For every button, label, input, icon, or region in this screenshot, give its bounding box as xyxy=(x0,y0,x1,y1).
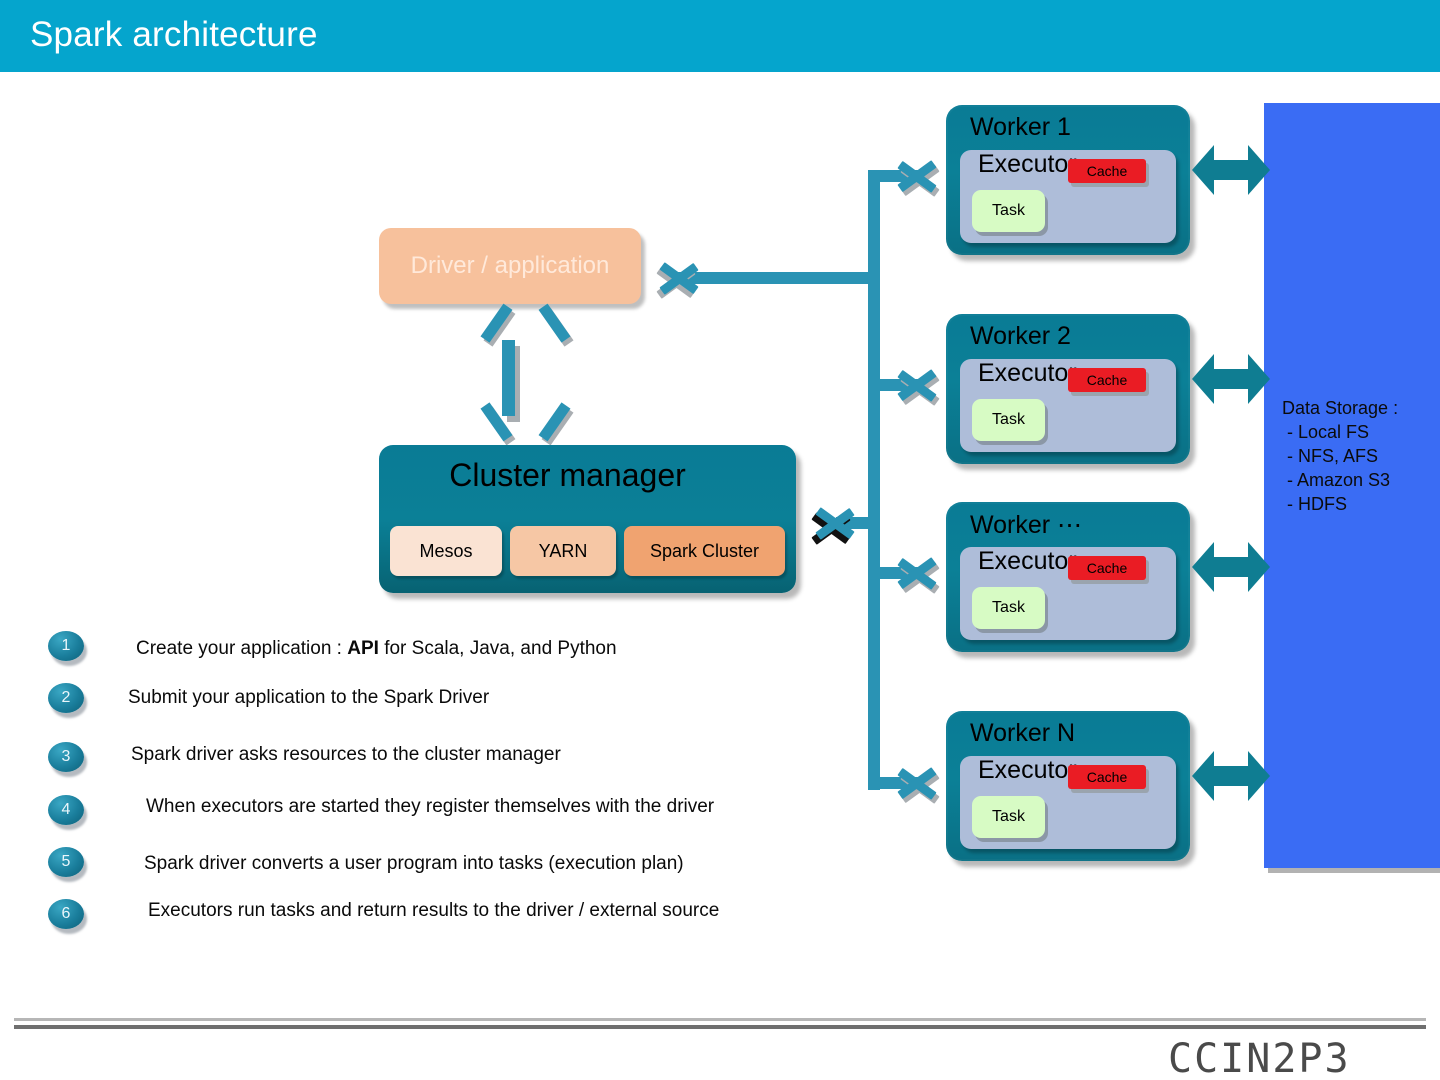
worker-title: Worker N xyxy=(970,719,1076,747)
task-label: Task xyxy=(992,411,1025,428)
cache-label: Cache xyxy=(1086,769,1128,785)
executor-label: Executor xyxy=(978,359,1077,387)
cache-label: Cache xyxy=(1086,163,1128,179)
worker-title: Worker ⋯ xyxy=(970,511,1083,539)
driver-cluster-link xyxy=(502,340,515,416)
task-box[interactable]: Task xyxy=(972,399,1045,441)
task-box[interactable]: Task xyxy=(972,190,1045,232)
arrowhead-up-driver xyxy=(480,303,574,354)
arrowhead-driver xyxy=(644,256,699,302)
step-bullet-2: 2 xyxy=(48,683,84,713)
cluster-manager-option-label: YARN xyxy=(538,540,588,561)
cache-box[interactable]: Cache xyxy=(1068,556,1146,580)
step-text-4: When executors are started they register… xyxy=(146,796,715,817)
arrowhead-worker-2 xyxy=(897,363,952,409)
data-storage-panel xyxy=(1264,103,1440,868)
step-text-emphasis: API xyxy=(347,638,379,659)
header-bar xyxy=(0,0,1440,72)
step-number: 3 xyxy=(61,748,71,765)
step-number: 1 xyxy=(61,637,71,654)
step-number: 6 xyxy=(61,905,71,922)
executor-box[interactable]: Executor Cache Task xyxy=(960,547,1176,640)
ccin2p3-logo: CCIN2P3 xyxy=(1168,1036,1351,1080)
cluster-manager-option-spark-cluster[interactable]: Spark Cluster xyxy=(624,526,785,576)
step-text-1: Create your application : API for Scala,… xyxy=(136,638,617,660)
task-label: Task xyxy=(992,599,1025,616)
task-label: Task xyxy=(992,808,1025,825)
task-box[interactable]: Task xyxy=(972,587,1045,629)
step-bullet-3: 3 xyxy=(48,742,84,772)
cache-box[interactable]: Cache xyxy=(1068,368,1146,392)
worker-card-1[interactable]: Worker 1 Executor Cache Task xyxy=(946,105,1190,255)
footer-divider-dark xyxy=(14,1025,1426,1029)
footer-divider-light xyxy=(14,1018,1426,1021)
worker-storage-arrow-3 xyxy=(1192,542,1270,592)
step-text-part: for Scala, Java, and Python xyxy=(378,638,617,659)
worker-title: Worker 1 xyxy=(970,113,1071,141)
cluster-manager-option-label: Spark Cluster xyxy=(649,540,760,561)
executor-box[interactable]: Executor Cache Task xyxy=(960,150,1176,243)
step-number: 4 xyxy=(61,801,71,818)
arrowhead-worker-1 xyxy=(897,154,952,200)
step-text-2: Submit your application to the Spark Dri… xyxy=(128,687,490,708)
cluster-manager-option-label: Mesos xyxy=(419,540,473,561)
cluster-manager-box[interactable]: Cluster manager Mesos YARN Spark Cluster xyxy=(379,445,796,593)
executor-box[interactable]: Executor Cache Task xyxy=(960,756,1176,849)
step-text-6: Executors run tasks and return results t… xyxy=(148,900,720,921)
arrowhead-worker-4 xyxy=(897,761,952,807)
worker-storage-arrow-4 xyxy=(1192,751,1270,801)
cache-box[interactable]: Cache xyxy=(1068,159,1146,183)
step-bullet-5: 5 xyxy=(48,847,84,877)
arrowhead-down-cluster xyxy=(480,392,574,446)
step-number: 2 xyxy=(61,689,71,706)
executor-label: Executor xyxy=(978,547,1077,575)
step-text-part: Create your application : xyxy=(136,638,348,659)
cache-label: Cache xyxy=(1086,372,1128,388)
step-number: 5 xyxy=(61,853,71,870)
step-text-5: Spark driver converts a user program int… xyxy=(144,853,684,874)
cluster-manager-option-mesos[interactable]: Mesos xyxy=(390,526,502,576)
worker-card-4[interactable]: Worker N Executor Cache Task xyxy=(946,711,1190,861)
cluster-manager-option-yarn[interactable]: YARN xyxy=(510,526,616,576)
executor-box[interactable]: Executor Cache Task xyxy=(960,359,1176,452)
task-label: Task xyxy=(992,202,1025,219)
worker-card-3[interactable]: Worker ⋯ Executor Cache Task xyxy=(946,502,1190,652)
worker-storage-arrow-1 xyxy=(1192,145,1270,195)
page-title: Spark architecture xyxy=(30,15,318,54)
trunk-pipe xyxy=(868,170,880,790)
executor-label: Executor xyxy=(978,756,1077,784)
worker-card-2[interactable]: Worker 2 Executor Cache Task xyxy=(946,314,1190,464)
cluster-manager-title: Cluster manager xyxy=(449,457,686,493)
step-bullet-1: 1 xyxy=(48,631,84,661)
step-bullet-4: 4 xyxy=(48,795,84,825)
arrowhead-cluster-manager xyxy=(800,501,855,547)
worker-storage-arrow-2 xyxy=(1192,354,1270,404)
step-text-3: Spark driver asks resources to the clust… xyxy=(131,744,561,765)
cache-label: Cache xyxy=(1086,560,1128,576)
driver-application-label: Driver / application xyxy=(410,252,610,279)
step-bullet-6: 6 xyxy=(48,899,84,929)
task-box[interactable]: Task xyxy=(972,796,1045,838)
data-storage-text: Data Storage : - Local FS - NFS, AFS - A… xyxy=(1282,398,1399,514)
worker-title: Worker 2 xyxy=(970,322,1071,350)
arrowhead-worker-3 xyxy=(897,551,952,597)
executor-label: Executor xyxy=(978,150,1077,178)
driver-application-box[interactable]: Driver / application xyxy=(379,228,641,304)
cache-box[interactable]: Cache xyxy=(1068,765,1146,789)
driver-return-pipe xyxy=(672,272,874,284)
